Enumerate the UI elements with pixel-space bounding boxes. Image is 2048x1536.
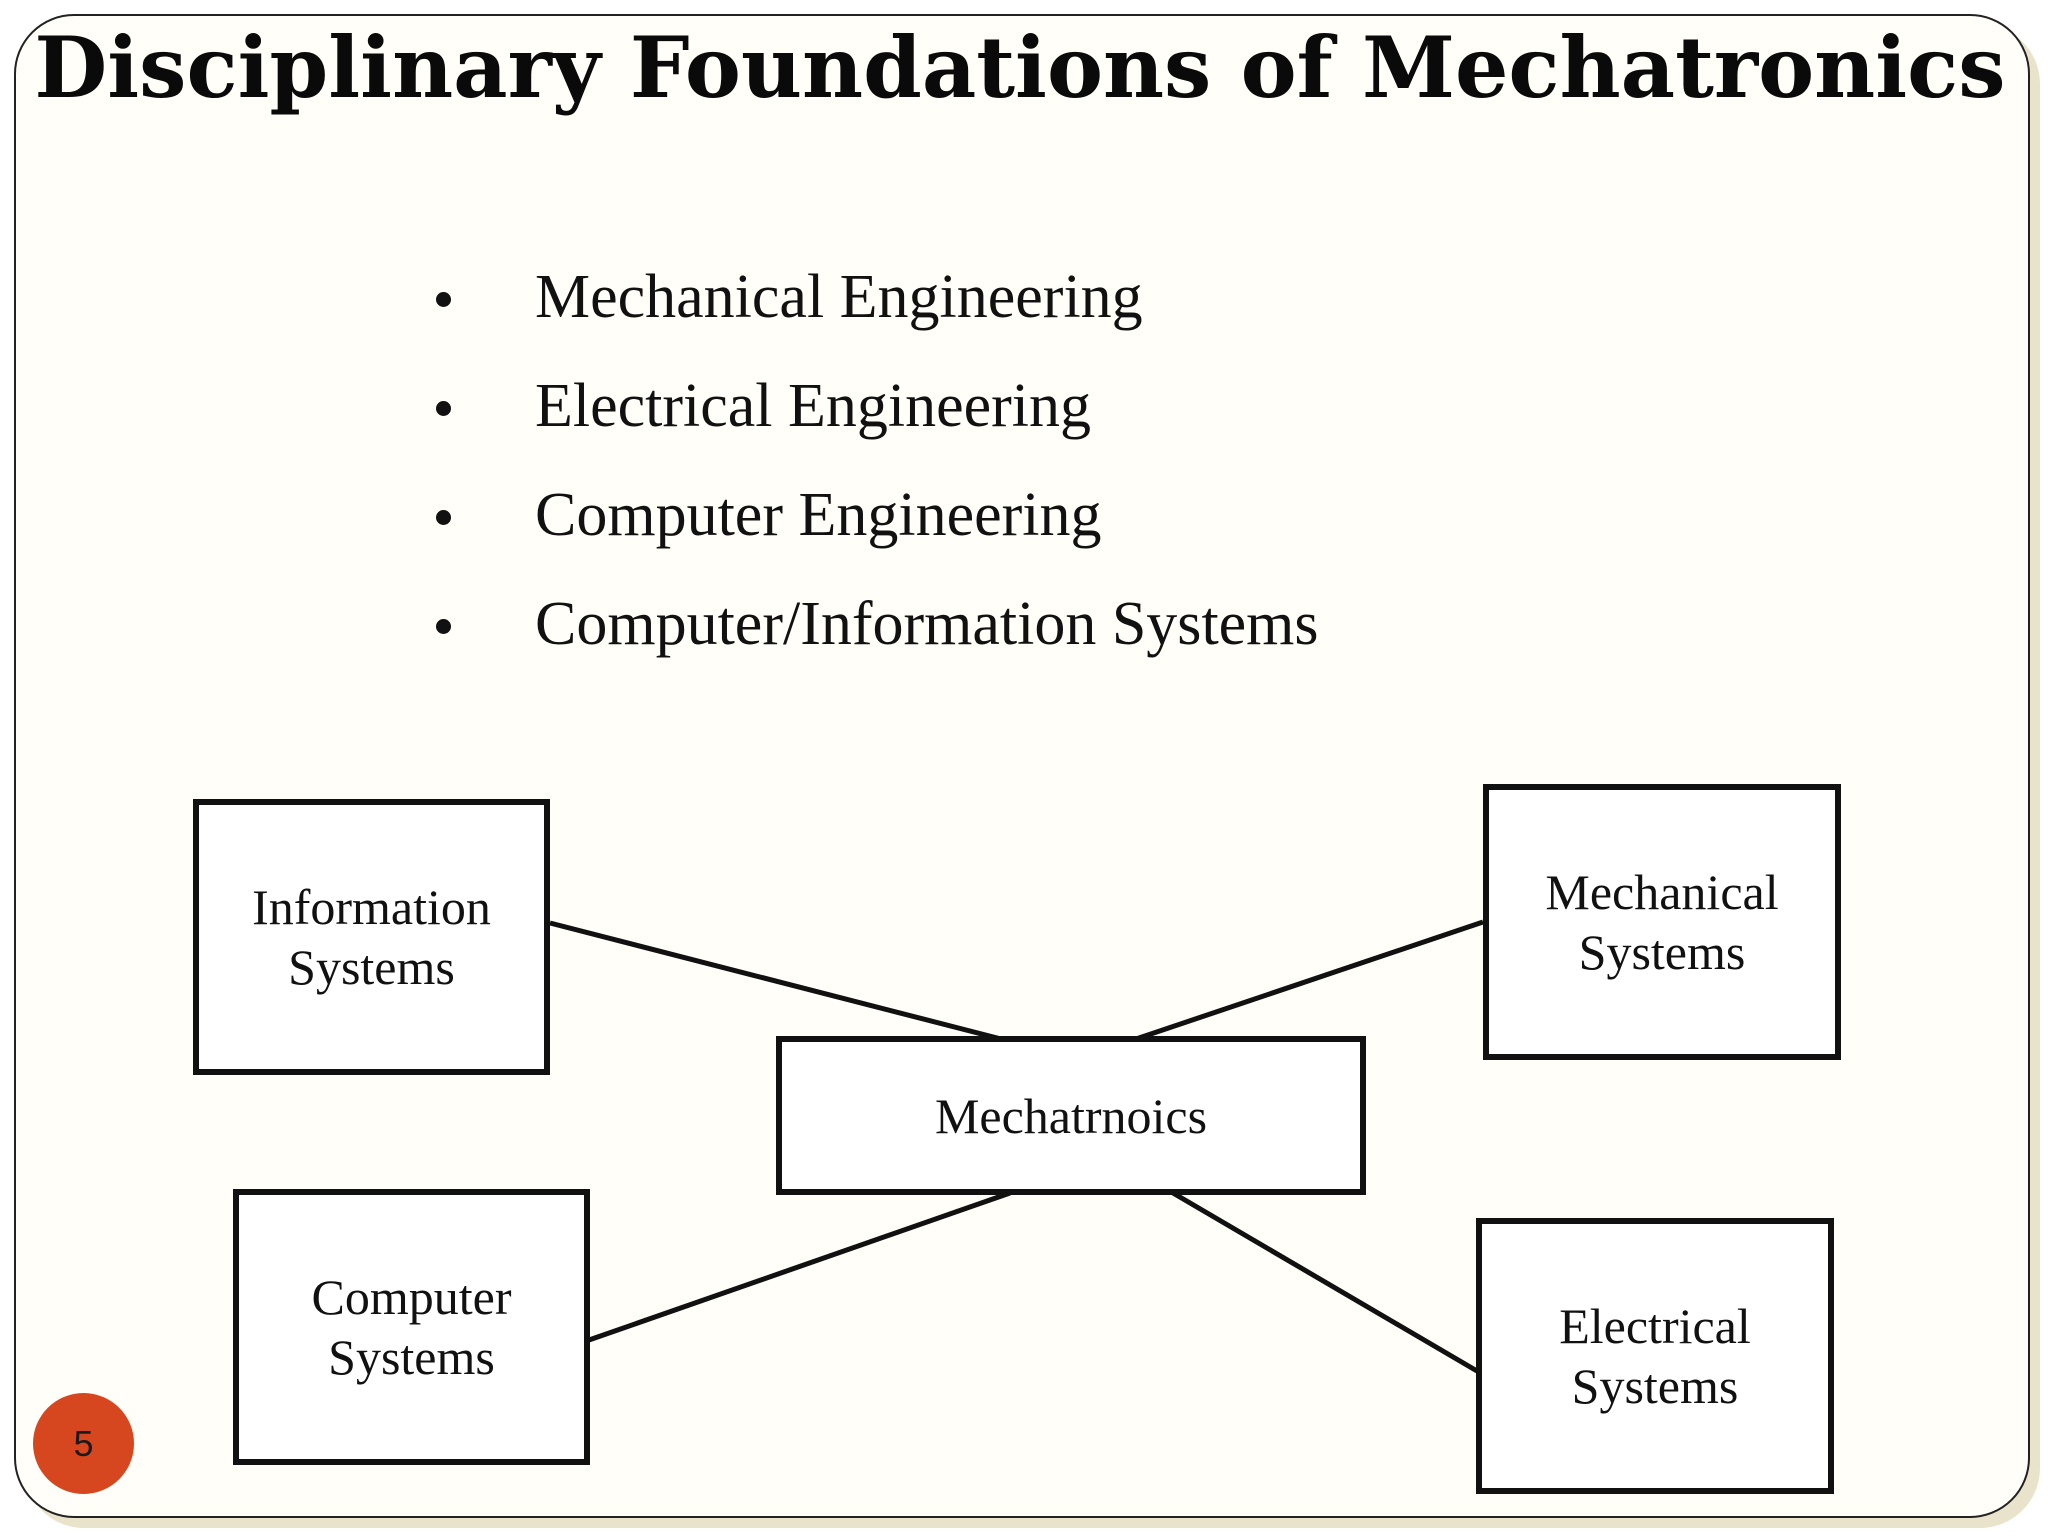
node-mechanical-systems: Mechanical Systems bbox=[1483, 784, 1841, 1060]
bullet-text: Mechanical Engineering bbox=[535, 263, 1143, 331]
node-computer-systems: Computer Systems bbox=[233, 1189, 590, 1465]
bullet-text: Computer/Information Systems bbox=[535, 590, 1319, 658]
page-number-badge: 5 bbox=[33, 1393, 134, 1494]
bullet-text: Computer Engineering bbox=[535, 481, 1102, 549]
bullet-dot-icon bbox=[436, 510, 451, 525]
bullet-text: Electrical Engineering bbox=[535, 372, 1092, 440]
node-electrical-systems: Electrical Systems bbox=[1476, 1218, 1834, 1494]
connector-computer-to-center bbox=[588, 1190, 1011, 1343]
bullet-item: Computer Engineering bbox=[420, 480, 1319, 589]
bullet-item: Electrical Engineering bbox=[420, 371, 1319, 480]
connector-mechanical-to-center bbox=[1132, 919, 1484, 1043]
bullet-item: Mechanical Engineering bbox=[420, 262, 1319, 371]
bullet-list: Mechanical Engineering Electrical Engine… bbox=[420, 262, 1319, 698]
bullet-dot-icon bbox=[436, 292, 451, 307]
node-information-systems: Information Systems bbox=[193, 799, 550, 1075]
connector-information-to-center bbox=[549, 920, 1006, 1043]
bullet-item: Computer/Information Systems bbox=[420, 589, 1319, 698]
node-mechatronics-center: Mechatrnoics bbox=[776, 1036, 1366, 1195]
bullet-dot-icon bbox=[436, 401, 451, 416]
bullet-dot-icon bbox=[436, 619, 451, 634]
slide-title: Disciplinary Foundations of Mechatronics bbox=[34, 18, 2006, 117]
connector-electrical-to-center bbox=[1171, 1190, 1479, 1374]
